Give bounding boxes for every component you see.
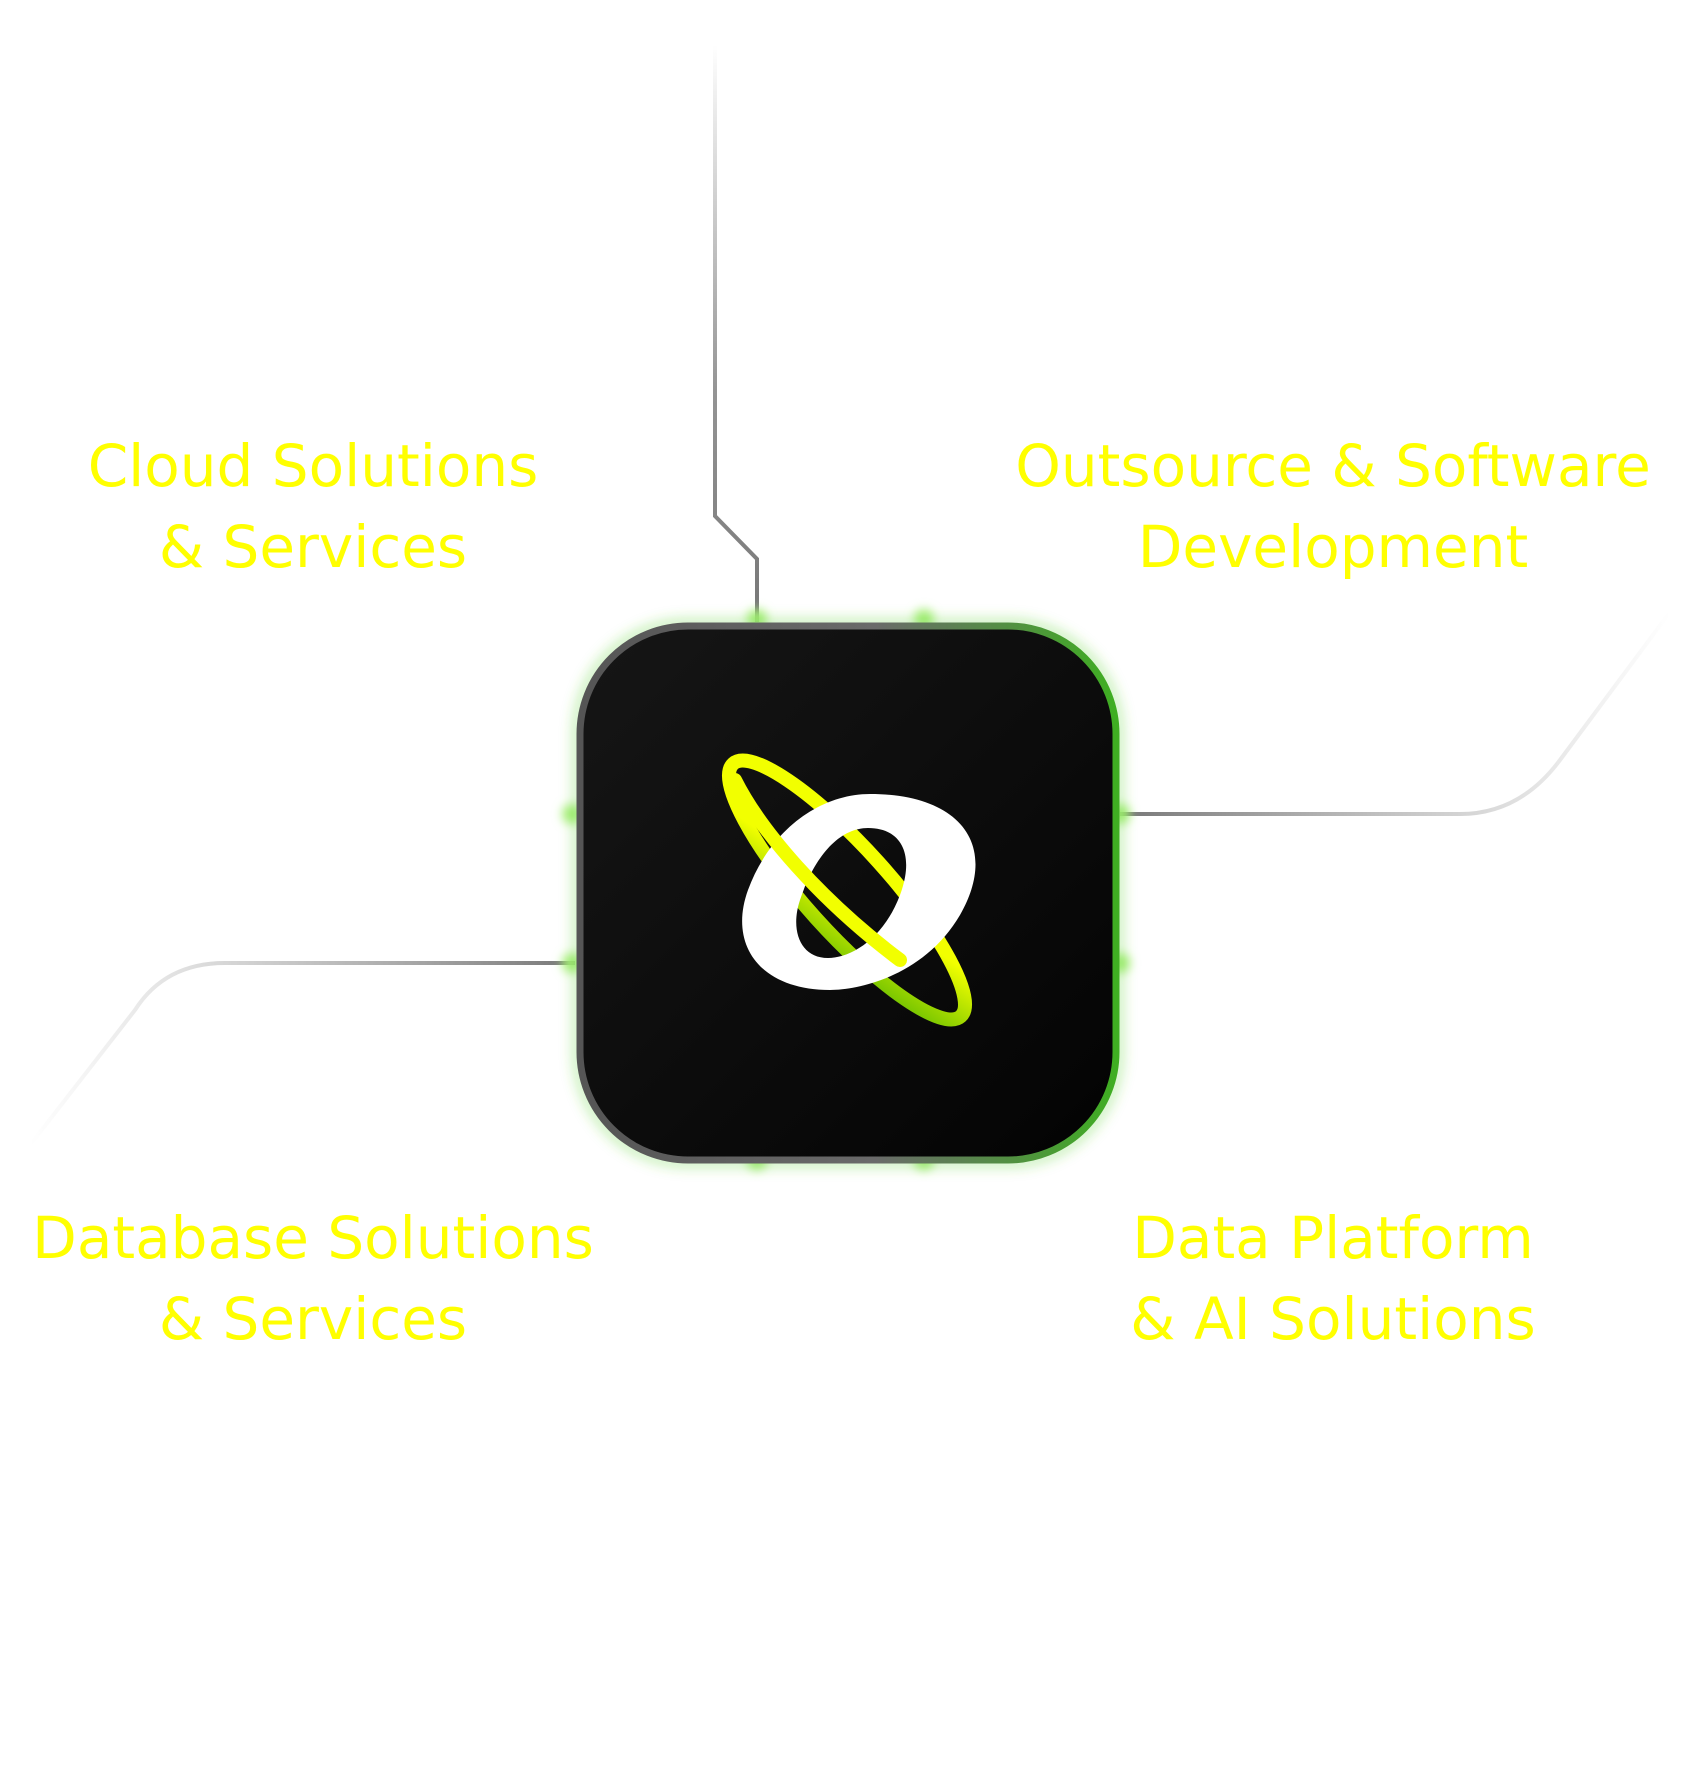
service-labels: Cloud Solutions & Services Outsource & S… [32, 432, 1651, 1353]
connector-top-left [713, 45, 759, 622]
label-outsource-line2: Development [1138, 513, 1528, 581]
label-cloud-line2: & Services [159, 513, 467, 581]
label-outsource-line1: Outsource & Software [1015, 432, 1651, 500]
planet-q-logo-icon [722, 753, 976, 1027]
label-data-platform-line1: Data Platform [1132, 1204, 1534, 1272]
connector-lines [0, 45, 1672, 1710]
center-chip [572, 618, 1124, 1168]
label-cloud-line1: Cloud Solutions [88, 432, 539, 500]
label-database-line2: & Services [159, 1285, 467, 1353]
connector-right-upper [1120, 610, 1672, 816]
label-data-platform-line2: & AI Solutions [1130, 1285, 1535, 1353]
label-database-line1: Database Solutions [32, 1204, 594, 1272]
connector-left-lower [28, 961, 575, 1147]
